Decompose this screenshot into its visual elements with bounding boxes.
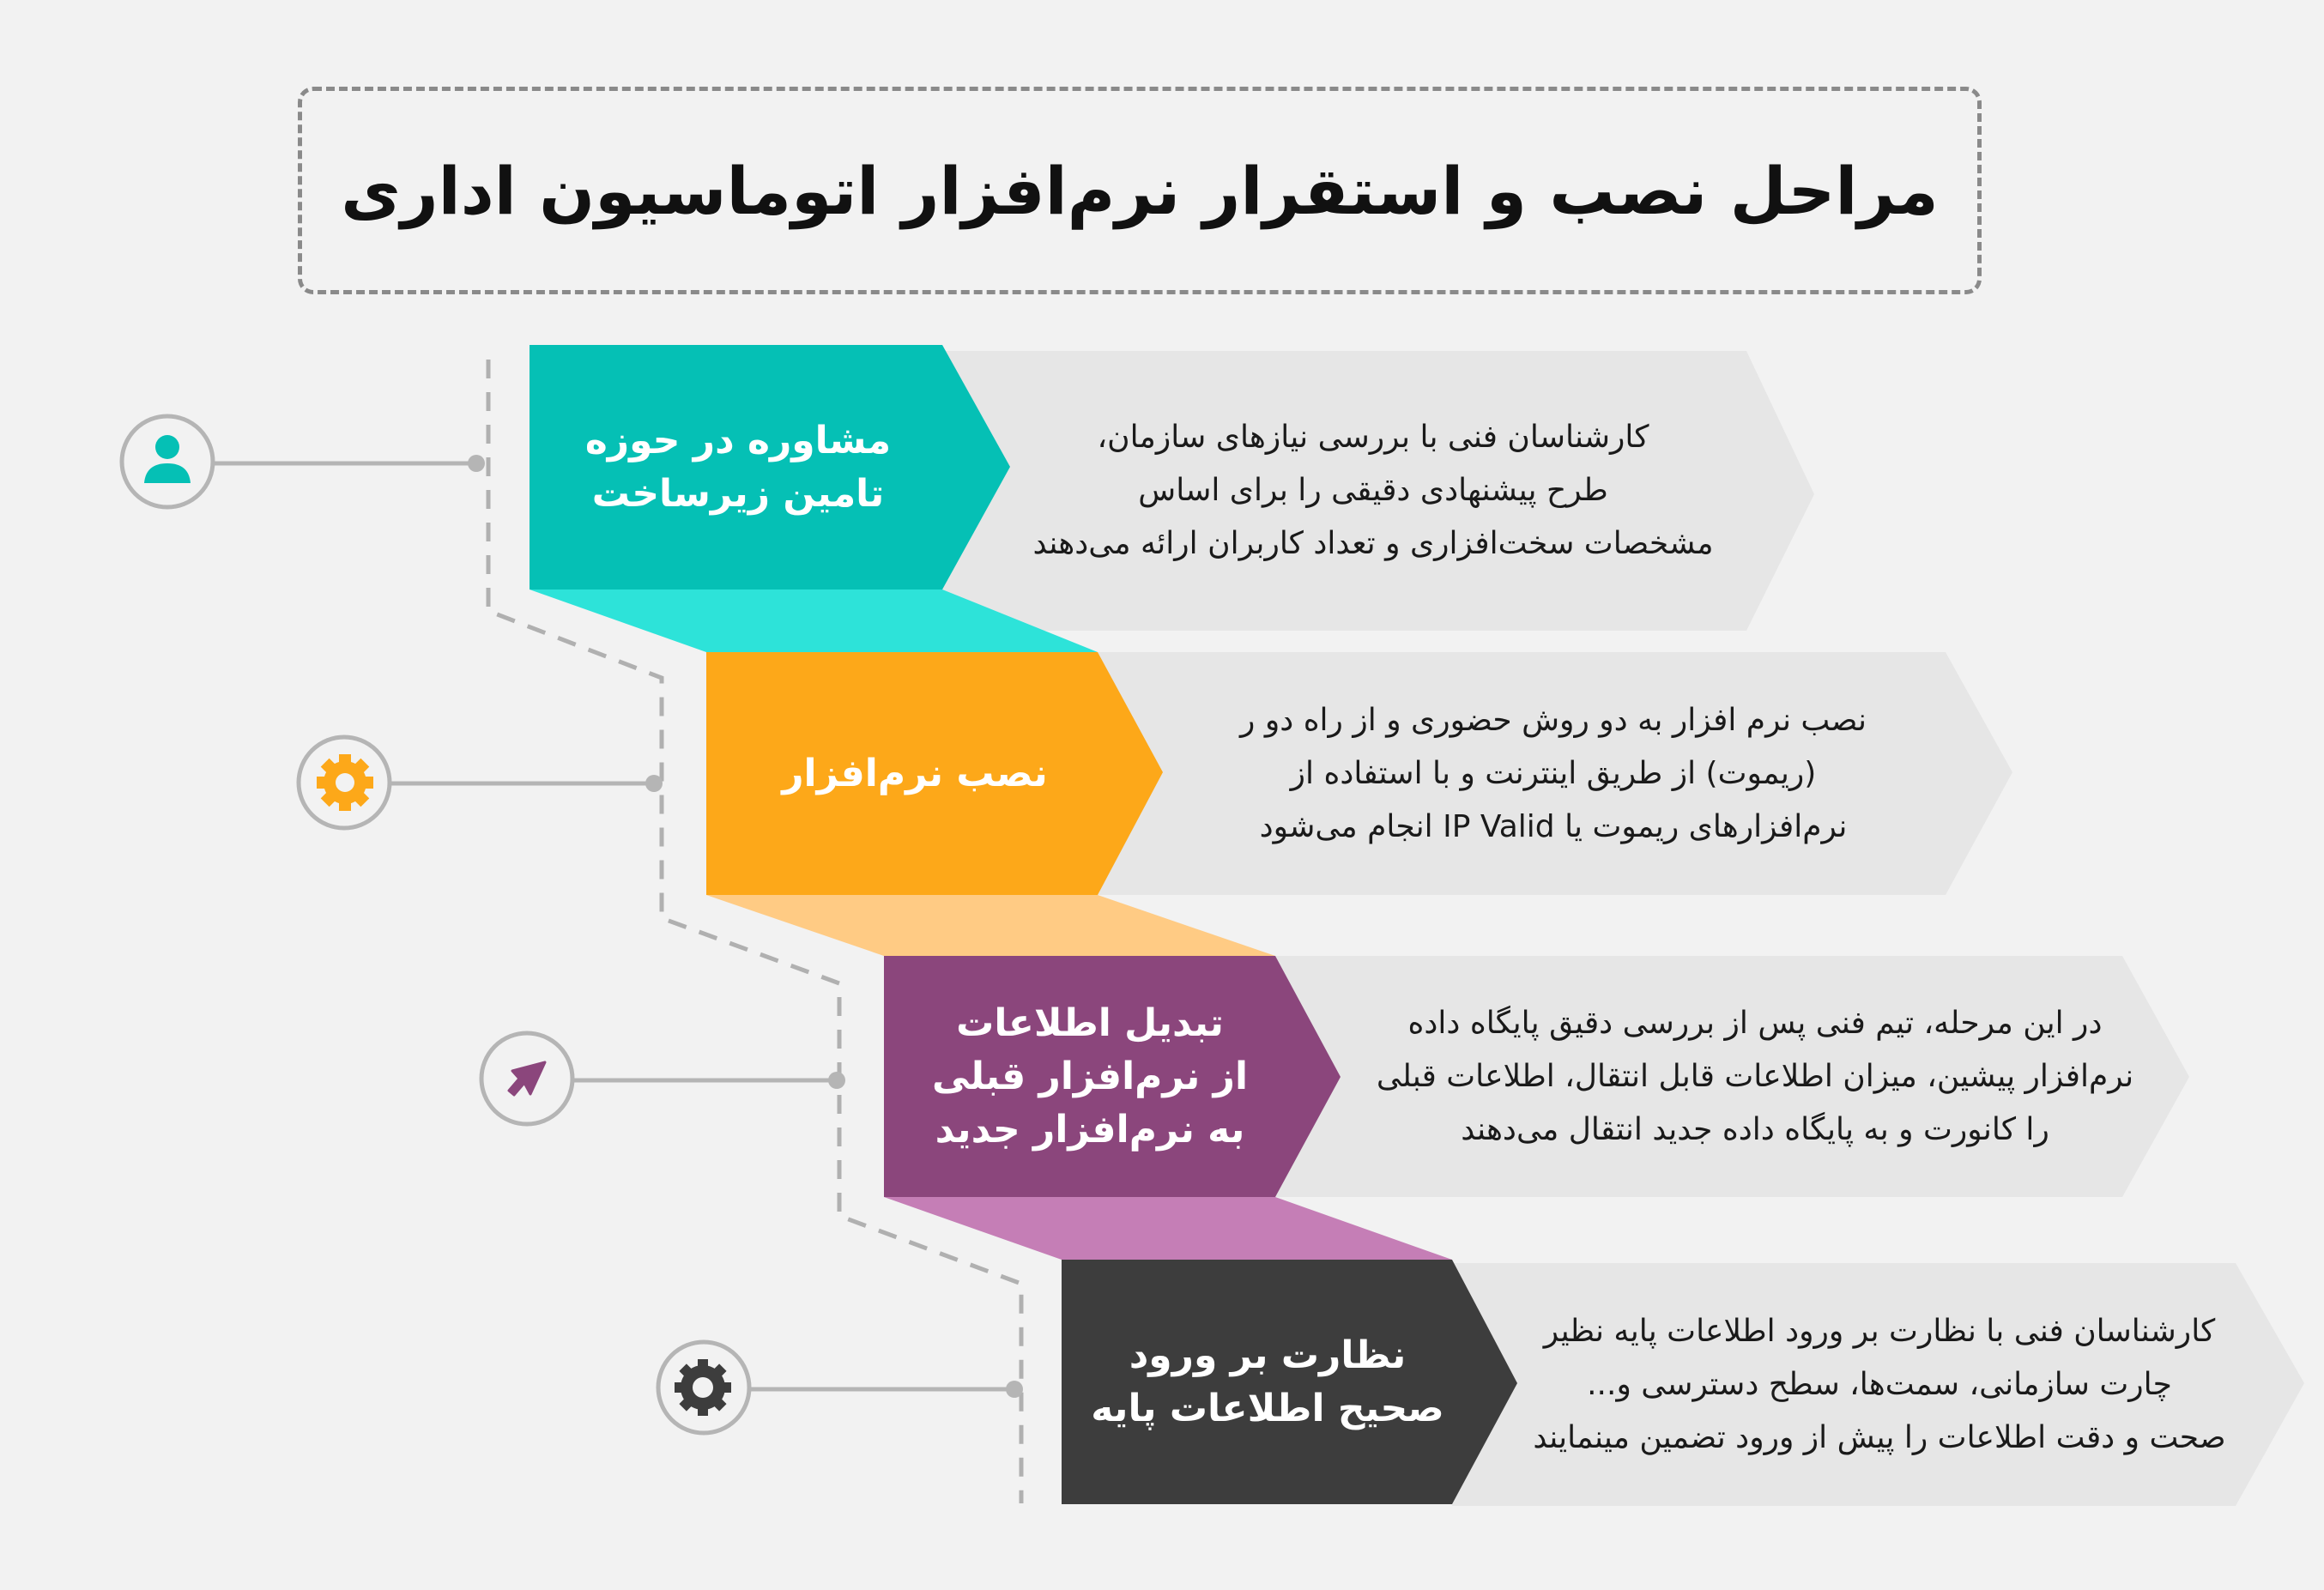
title-box: مراحل نصب و استقرار نرم‌افزار اتوماسیون … <box>298 87 1982 294</box>
arrow-up-right-icon <box>507 1061 547 1097</box>
step-4-label-line: صحیح اطلاعات پایه <box>1091 1386 1444 1430</box>
step-1-description-panel <box>942 351 1814 631</box>
step-2-label: نصب نرم‌افزار <box>726 652 1104 895</box>
user-icon <box>144 435 191 483</box>
step-4-description-line: کارشناسان فنی با نظارت بر ورود اطلاعات پ… <box>1543 1313 2216 1349</box>
step-3-connector <box>884 1197 1452 1260</box>
step-4-description: کارشناسان فنی با نظارت بر ورود اطلاعات پ… <box>1485 1263 2274 1506</box>
step-3-description-panel <box>1275 956 2189 1197</box>
step-1-label-line: مشاوره در حوزه <box>584 418 892 462</box>
step-2-description-panel <box>1098 652 2012 895</box>
step-1-label: مشاوره در حوزه تامین زیرساخت <box>549 345 927 589</box>
step-3-label-line: از نرم‌افزار قبلی <box>931 1054 1249 1098</box>
step-2-label-line: نصب نرم‌افزار <box>782 751 1048 795</box>
step-4-description-line: صحت و دقت اطلاعات را پیش از ورود تضمین م… <box>1533 1419 2226 1455</box>
step-1-description-line: مشخصات سخت‌افزاری و تعداد کاربران ارائه … <box>1032 526 1714 561</box>
step-2-description-line: نرم‌افزارهای ریموت یا IP Valid انجام می‌… <box>1259 808 1848 844</box>
step-1-label-block <box>530 345 1010 589</box>
step-3-description: در این مرحله، تیم فنی پس از بررسی دقیق پ… <box>1339 956 2171 1197</box>
step-1-label-line: تامین زیرساخت <box>591 471 885 516</box>
step-4-description-line: چارت سازمانی، سمت‌ها، سطح دسترسی و... <box>1587 1366 2172 1402</box>
step-3-label-line: تبدیل اطلاعات <box>956 1001 1224 1045</box>
step-4-label: نظارت بر ورود صحیح اطلاعات پایه <box>1079 1260 1456 1504</box>
step-1-description-line: کارشناسان فنی با بررسی نیازهای سازمان، <box>1097 420 1649 455</box>
step-3-description-line: را کانورت و به پایگاه داده جدید انتقال م… <box>1461 1111 2049 1147</box>
step-3-description-line: در این مرحله، تیم فنی پس از بررسی دقیق پ… <box>1407 1005 2103 1041</box>
page-title: مراحل نصب و استقرار نرم‌افزار اتوماسیون … <box>341 152 1939 229</box>
step-1-description: کارشناسان فنی با بررسی نیازهای سازمان، ط… <box>987 351 1759 631</box>
step-2-description: نصب نرم افزار به دو روش حضوری و از راه د… <box>1150 652 1957 895</box>
step-4-label-block <box>1062 1260 1517 1504</box>
step-2-description-line: نصب نرم افزار به دو روش حضوری و از راه د… <box>1240 702 1867 738</box>
step-2-connector <box>706 895 1275 956</box>
step-2-label-block <box>706 652 1163 895</box>
step-4-label-line: نظارت بر ورود <box>1129 1333 1407 1377</box>
step-3-description-line: نرم‌افزار پیشین، میزان اطلاعات قابل انتق… <box>1376 1058 2134 1094</box>
step-1-description-line: طرح پیشنهادی دقیقی را برای اساس <box>1138 473 1608 508</box>
step-3-label-block <box>884 956 1341 1197</box>
step-4-description-panel <box>1452 1263 2304 1506</box>
step-1-connector <box>530 589 1098 652</box>
step-1-icon-connector <box>119 414 485 510</box>
step-3-label-line: به نرم‌افزار جدید <box>935 1107 1245 1152</box>
step-2-description-line: (ریموت) از طریق اینترنت و با استفاده از <box>1290 755 1817 791</box>
gear-icon <box>317 754 373 811</box>
gear-icon <box>675 1359 731 1416</box>
step-3-label: تبدیل اطلاعات از نرم‌افزار قبلی به نرم‌ا… <box>901 956 1279 1197</box>
